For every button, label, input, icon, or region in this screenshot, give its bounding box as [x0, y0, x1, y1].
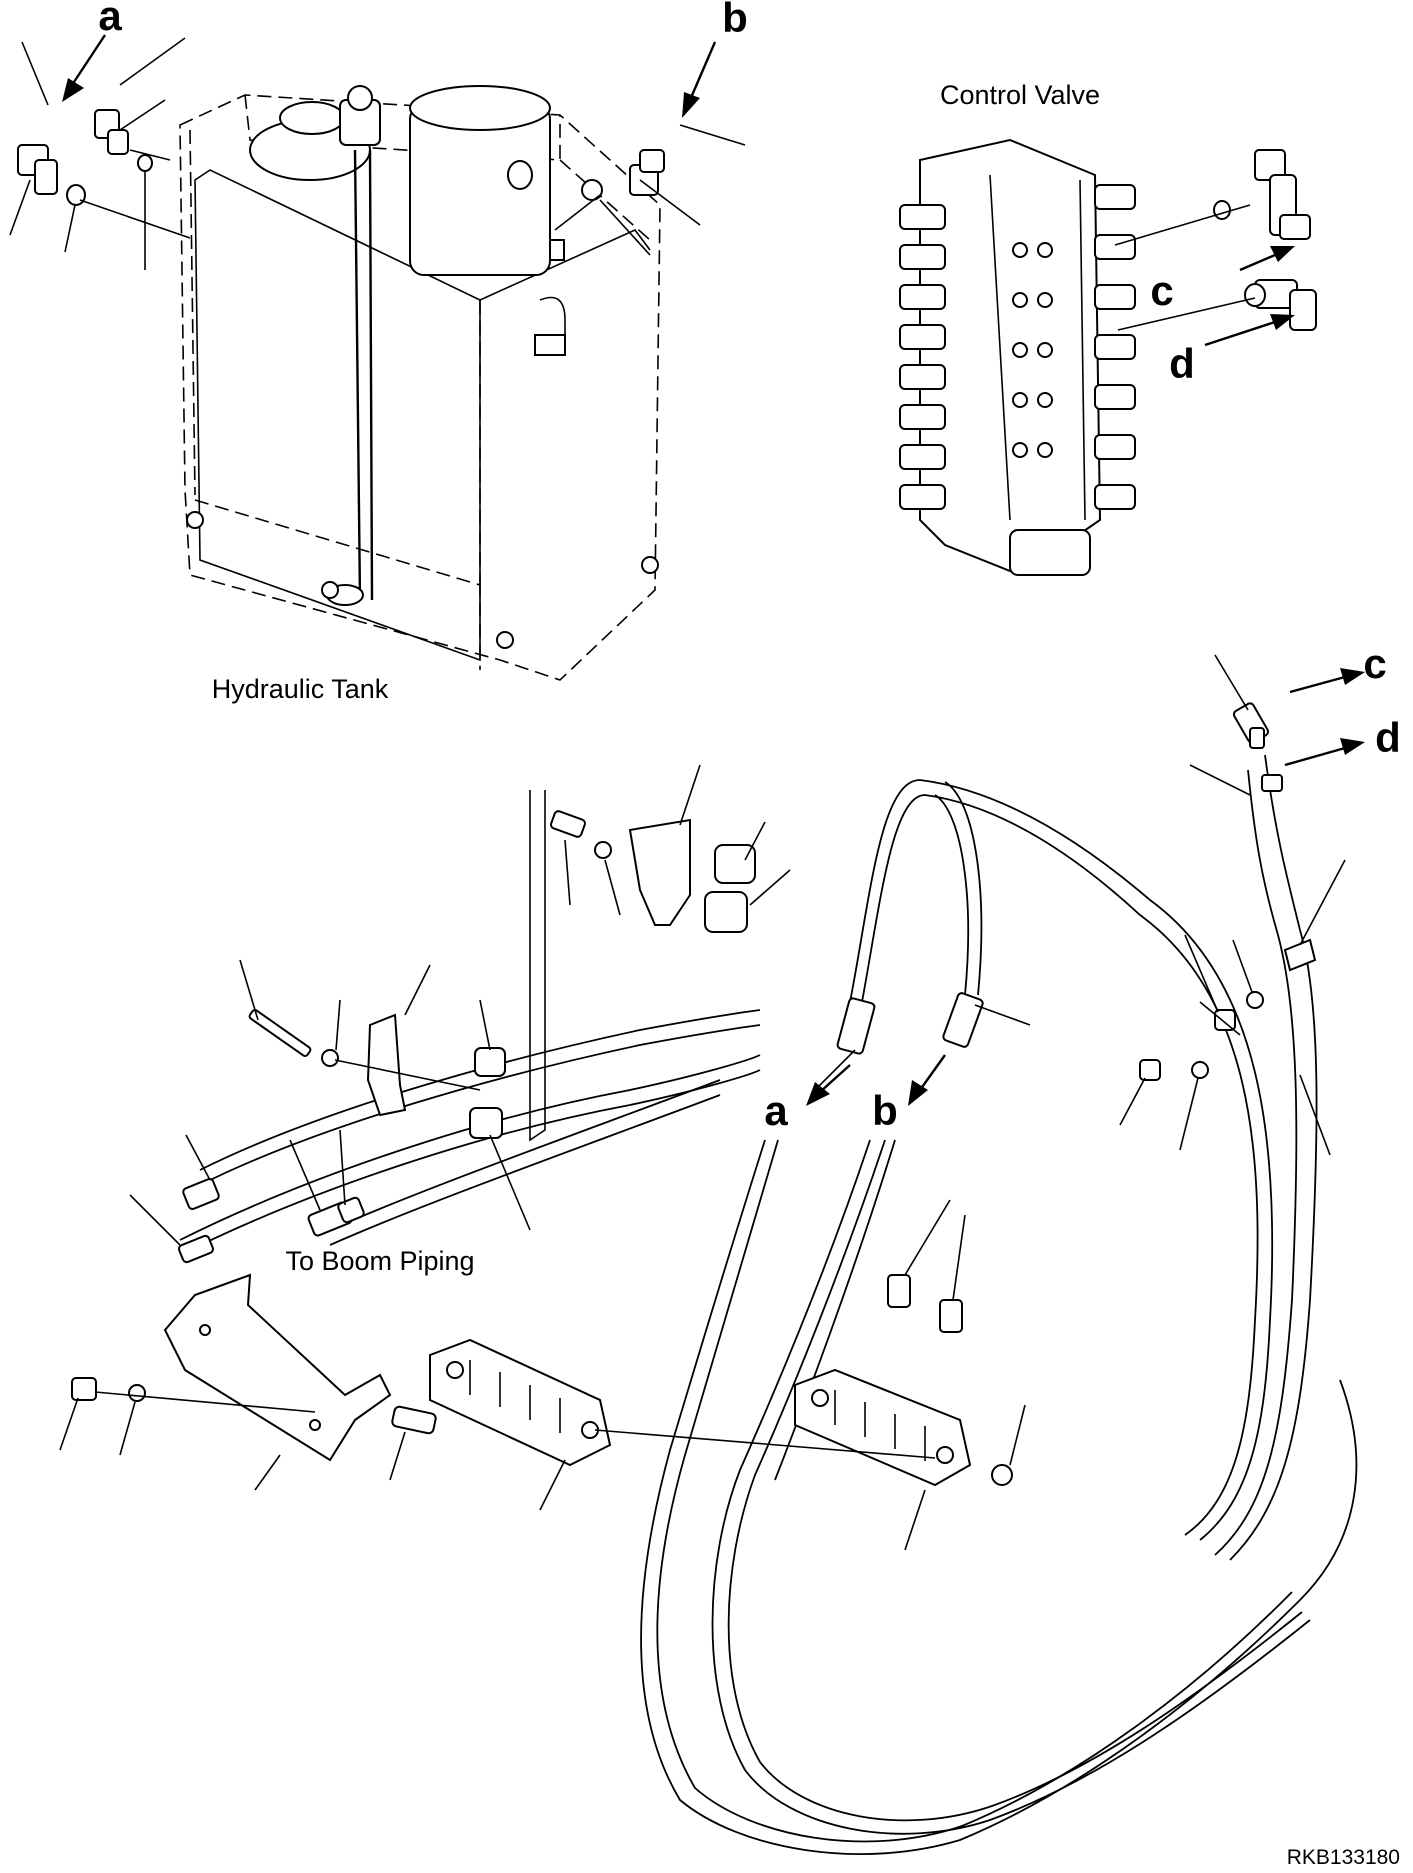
- caption-hydraulic-tank: Hydraulic Tank: [212, 674, 389, 704]
- callout-b-lower: b: [872, 1087, 898, 1134]
- callout-labels: a b c d c d a b: [98, 0, 1401, 1134]
- callout-arrows: [62, 34, 1365, 1106]
- hose-clamps: [469, 999, 531, 1231]
- caption-control-valve: Control Valve: [940, 80, 1100, 110]
- hose-bundle-upper: [849, 754, 1318, 1561]
- callout-a-lower: a: [764, 1087, 788, 1134]
- boom-piping: [129, 1009, 761, 1264]
- drawing-code: RKB133180: [1287, 1846, 1400, 1869]
- control-valve-fitting-d: [1117, 279, 1317, 331]
- callout-d-right: d: [1169, 340, 1195, 387]
- lower-fittings-cd: [1189, 654, 1283, 796]
- control-valve-fitting-c: [1114, 149, 1311, 246]
- tank-fitting-b: [554, 149, 665, 231]
- hose-bundle-lower: [640, 1139, 1358, 1855]
- clamp-plate-assembly: [239, 959, 481, 1117]
- callout-c-lower: c: [1363, 640, 1386, 687]
- captions: Control Valve Hydraulic Tank To Boom Pip…: [212, 80, 1100, 1276]
- callout-c-right: c: [1150, 267, 1173, 314]
- hose-coupling-b: [942, 992, 1031, 1048]
- bracket-with-spacers: [529, 764, 791, 1142]
- right-bolt-set: [1119, 859, 1346, 1156]
- leader-lines-top: [9, 37, 746, 270]
- hose-plugs: [887, 1199, 966, 1333]
- control-valve-ports: [899, 184, 1136, 510]
- bottom-bracket-assembly: [59, 1273, 1026, 1551]
- callout-a-top: a: [98, 0, 122, 39]
- tank-fitting-a: [17, 109, 191, 239]
- control-valve: [899, 138, 1136, 577]
- caption-to-boom-piping: To Boom Piping: [285, 1246, 474, 1276]
- callout-d-lower: d: [1375, 714, 1401, 761]
- hose-coupling-a: [814, 997, 876, 1091]
- callout-b-top: b: [722, 0, 748, 41]
- hydraulic-tank: [179, 85, 661, 681]
